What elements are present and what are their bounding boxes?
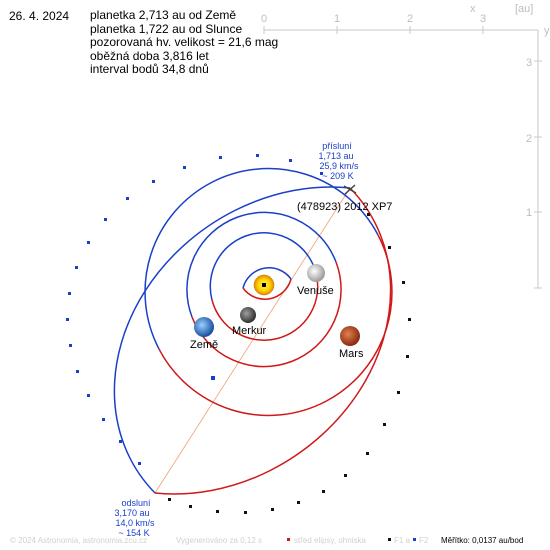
info-point-interval: interval bodů 34,8 dnů: [90, 62, 209, 76]
asteroid-point-markers-red: [168, 213, 411, 514]
mars-label: Mars: [339, 348, 364, 360]
orbit-venus: [209, 232, 319, 341]
aphelion-speed: 14,0 km/s: [115, 518, 155, 528]
x-tick-3: 3: [480, 13, 486, 25]
mercury-label: Merkur: [232, 325, 267, 337]
f1-legend-marker: [388, 538, 391, 541]
perihelion-temp: ~ 209 K: [322, 171, 353, 181]
venus-icon: [307, 264, 325, 282]
date-label: 26. 4. 2024: [9, 9, 70, 23]
aphelion-temp: ~ 154 K: [118, 528, 149, 538]
perihelion-speed: 25,9 km/s: [319, 161, 359, 171]
orbit-asteroid: [113, 186, 392, 495]
x-tick-2: 2: [407, 13, 413, 25]
mercury-icon: [240, 307, 256, 323]
center-legend-marker: [287, 538, 290, 541]
ellipse-center-marker: [211, 376, 215, 380]
earth-label: Země: [190, 339, 218, 351]
line-of-apsides: [154, 187, 351, 494]
footer-center-legend: střed elipsy, ohniska: [294, 536, 366, 545]
info-earth-distance: planetka 2,713 au od Země: [90, 8, 237, 22]
asteroid-point-markers: [66, 154, 323, 465]
asteroid-label: (478923) 2012 XP7: [297, 201, 392, 213]
footer-f2: F2: [419, 536, 429, 545]
orbit-earth: [186, 211, 342, 368]
x-tick-0: 0: [261, 13, 267, 25]
x-axis-label: x: [470, 3, 476, 15]
info-panel: planetka 2,713 au od Země planetka 1,722…: [90, 8, 279, 77]
aphelion-title: odsluní: [121, 498, 151, 508]
footer-generated: Vygenerováno za 0,12 s: [176, 536, 262, 545]
footer-f1: F1 a: [394, 536, 411, 545]
y-axis-label: y: [544, 25, 550, 37]
unit-label: [au]: [515, 3, 533, 15]
footer-scale: Měřítko: 0,0137 au/bod: [441, 536, 523, 545]
y-tick-3: 3: [526, 57, 532, 69]
perihelion-distance: 1,713 au: [318, 151, 353, 161]
x-tick-1: 1: [334, 13, 340, 25]
footer-copyright: © 2024 Astronomia, astronomia.zcu.cz: [10, 536, 147, 545]
info-magnitude: pozorovaná hv. velikost = 21,6 mag: [90, 35, 279, 49]
axes: [263, 26, 542, 289]
info-period: oběžná doba 3,816 let: [90, 48, 209, 63]
info-sun-distance: planetka 1,722 au od Slunce: [90, 21, 243, 36]
y-tick-2: 2: [526, 133, 532, 145]
earth-icon: [194, 317, 214, 337]
orbit-mercury: [242, 267, 292, 300]
venus-label: Venuše: [297, 285, 334, 297]
mars-icon: [340, 326, 360, 346]
perihelion-title: přísluní: [322, 141, 352, 151]
asteroid-icon: [343, 184, 357, 195]
aphelion-distance: 3,170 au: [114, 508, 149, 518]
f2-legend-marker: [413, 538, 416, 541]
y-tick-1: 1: [526, 207, 532, 219]
orbit-mars: [144, 167, 393, 417]
